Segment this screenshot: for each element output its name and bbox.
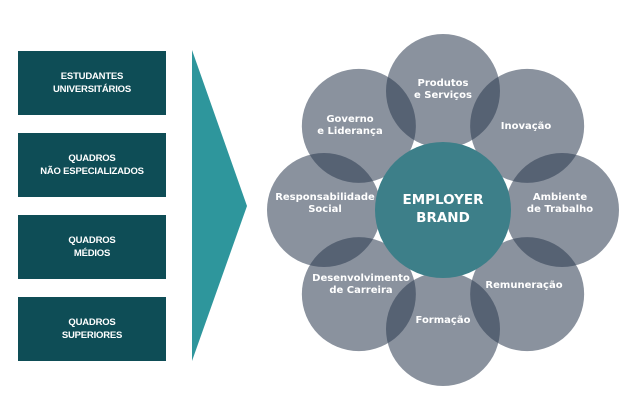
segment-line: MÉDIOS (73, 248, 111, 259)
petal-label: de Carreira (329, 285, 392, 296)
petal-label: Remuneração (485, 280, 562, 291)
petal-label: e Liderança (317, 126, 382, 137)
petal-label: Formação (416, 315, 471, 326)
petal-label: Ambiente (533, 192, 587, 203)
segment-box-nao-especializados: QUADROS NÃO ESPECIALIZADOS (18, 133, 166, 197)
petal-label: Social (308, 204, 342, 215)
petal-label: Responsabilidade (275, 192, 375, 203)
center-circle (375, 142, 511, 278)
petal-label: Produtos (417, 78, 468, 89)
segment-line: ESTUDANTES (60, 71, 124, 82)
segment-line: QUADROS (68, 235, 116, 246)
petal-circle (301, 68, 416, 183)
center-label-line1: EMPLOYER (402, 192, 484, 208)
petal-label: e Serviços (414, 90, 472, 101)
segment-line: NÃO ESPECIALIZADOS (40, 166, 144, 177)
arrow-shape (192, 50, 247, 361)
petal-label: Inovação (501, 121, 552, 132)
segment-box-estudantes: ESTUDANTES UNIVERSITÁRIOS (18, 51, 166, 115)
segment-line: QUADROS (68, 153, 116, 164)
petal-label: Desenvolvimento (312, 273, 410, 284)
segment-box-superiores: QUADROS SUPERIORES (18, 297, 166, 361)
petal-label: de Trabalho (527, 204, 593, 215)
segment-line: QUADROS (68, 317, 116, 328)
segment-box-medios: QUADROS MÉDIOS (18, 215, 166, 279)
segment-line: UNIVERSITÁRIOS (53, 84, 131, 95)
center-label-line2: BRAND (416, 210, 470, 226)
petal-label: Governo (326, 114, 373, 125)
segment-line: SUPERIORES (61, 330, 123, 341)
